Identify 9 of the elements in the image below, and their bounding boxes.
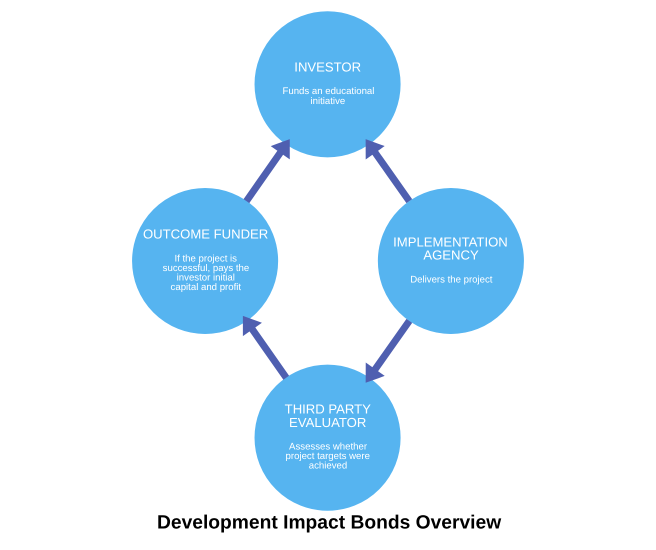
node-circle: IMPLEMENTATION AGENCY Delivers the project xyxy=(378,188,524,334)
arrow xyxy=(366,318,412,383)
arrow xyxy=(244,139,290,204)
diagram-title: Development Impact Bonds Overview xyxy=(156,512,502,534)
arrow xyxy=(242,316,290,380)
arrow xyxy=(366,139,412,204)
node-circle: INVESTOR Funds an educational initiative xyxy=(254,11,401,158)
node-circle: THIRD PARTY EVALUATOR Assesses whether project targets were achieved xyxy=(254,364,401,511)
node-circle: OUTCOME FUNDER If the project is successful, pays the investor initial capital and profit xyxy=(132,188,278,334)
